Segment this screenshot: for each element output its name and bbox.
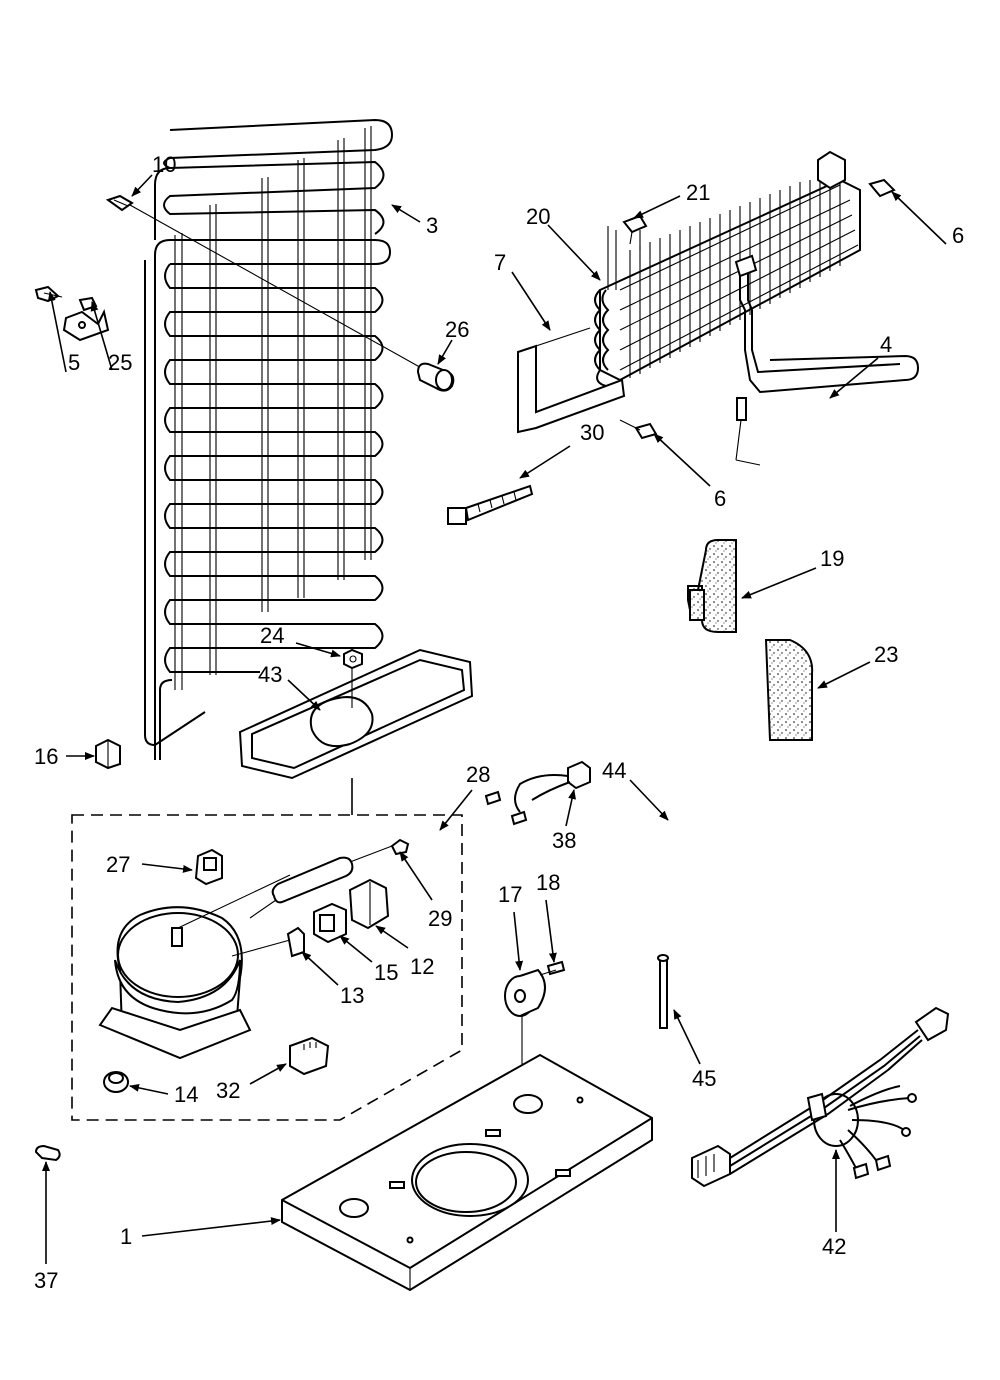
evaporator	[517, 150, 920, 466]
callout-4: 4	[880, 332, 892, 357]
grommet-26	[416, 362, 455, 392]
wire-tie-30	[447, 484, 534, 525]
clip-16	[95, 738, 121, 770]
wire-harness-42	[691, 1006, 950, 1188]
callout-43: 43	[258, 662, 282, 687]
callout-12: 12	[410, 954, 434, 979]
callout-25: 25	[108, 350, 132, 375]
callout-13: 13	[340, 983, 364, 1008]
callout-28: 28	[466, 762, 490, 787]
callout-7: 7	[494, 250, 506, 275]
insulation-23	[764, 639, 814, 741]
insulation-19	[687, 539, 737, 633]
rod-45	[657, 954, 669, 1029]
leader-lines	[42, 174, 947, 1264]
bracket-25	[62, 296, 110, 342]
callout-32: 32	[216, 1078, 240, 1103]
callout-3: 3	[426, 213, 438, 238]
callout-44: 44	[602, 758, 626, 783]
callout-16: 16	[34, 744, 58, 769]
screw-5	[34, 285, 63, 303]
callout-labels: 10 3 26 5 25 20 21 7 6 4 30 6 19 23 24 4…	[34, 152, 964, 1293]
clip-37	[34, 1144, 61, 1162]
callout-24: 24	[260, 623, 284, 648]
callout-42: 42	[822, 1234, 846, 1259]
condenser-coil	[144, 118, 394, 760]
callout-6-bottom: 6	[714, 486, 726, 511]
callout-45: 45	[692, 1066, 716, 1091]
callout-5: 5	[68, 350, 80, 375]
drain-tube-44	[604, 754, 772, 890]
callout-15: 15	[374, 960, 398, 985]
callout-27: 27	[106, 852, 130, 877]
callout-37: 37	[34, 1268, 58, 1293]
base-pan-1	[281, 1053, 653, 1292]
callout-26: 26	[445, 317, 469, 342]
callout-29: 29	[428, 906, 452, 931]
callout-20: 20	[526, 204, 550, 229]
compressor-assembly-28	[71, 814, 463, 1121]
callout-1: 1	[120, 1224, 132, 1249]
callout-30: 30	[580, 420, 604, 445]
screw-10	[105, 194, 426, 371]
callout-19: 19	[820, 546, 844, 571]
roller-17	[504, 968, 546, 1100]
axle-18	[539, 960, 566, 976]
power-cord-38	[484, 760, 591, 826]
nut-24	[343, 648, 363, 670]
callout-18: 18	[536, 870, 560, 895]
callout-10: 10	[152, 152, 176, 177]
callout-23: 23	[874, 642, 898, 667]
callout-38: 38	[552, 828, 576, 853]
callout-17: 17	[498, 882, 522, 907]
callout-6-top: 6	[952, 223, 964, 248]
callout-21: 21	[686, 180, 710, 205]
callout-14: 14	[174, 1082, 198, 1107]
